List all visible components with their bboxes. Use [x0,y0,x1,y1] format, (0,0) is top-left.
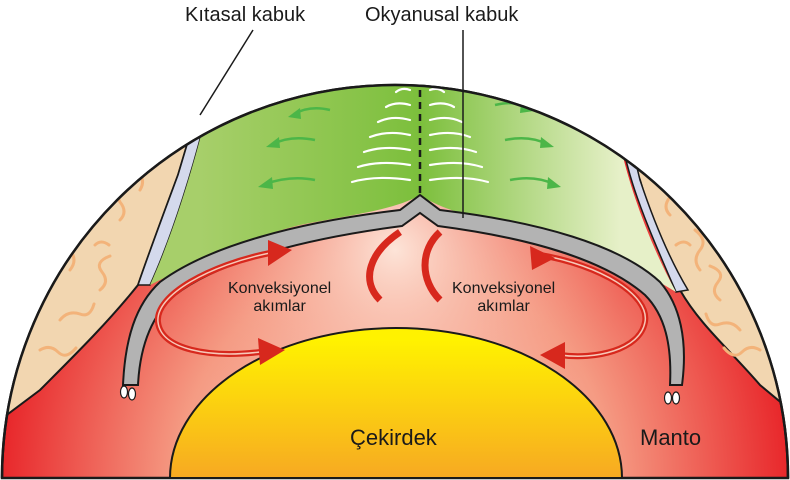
leader-line-continental [200,30,253,115]
convection-label-left: Konveksiyonel akımlar [228,280,331,316]
continental-crust-label: Kıtasal kabuk [185,4,305,27]
core-label: Çekirdek [350,425,437,451]
convection-label-right-line1: Konveksiyonel [452,280,555,298]
convection-label-left-line2: akımlar [228,298,331,316]
convection-label-right-line2: akımlar [452,298,555,316]
convection-label-right: Konveksiyonel akımlar [452,280,555,316]
oceanic-crust-label: Okyanusal kabuk [365,4,518,27]
mantle-label: Manto [640,425,701,451]
convection-label-left-line1: Konveksiyonel [228,280,331,298]
